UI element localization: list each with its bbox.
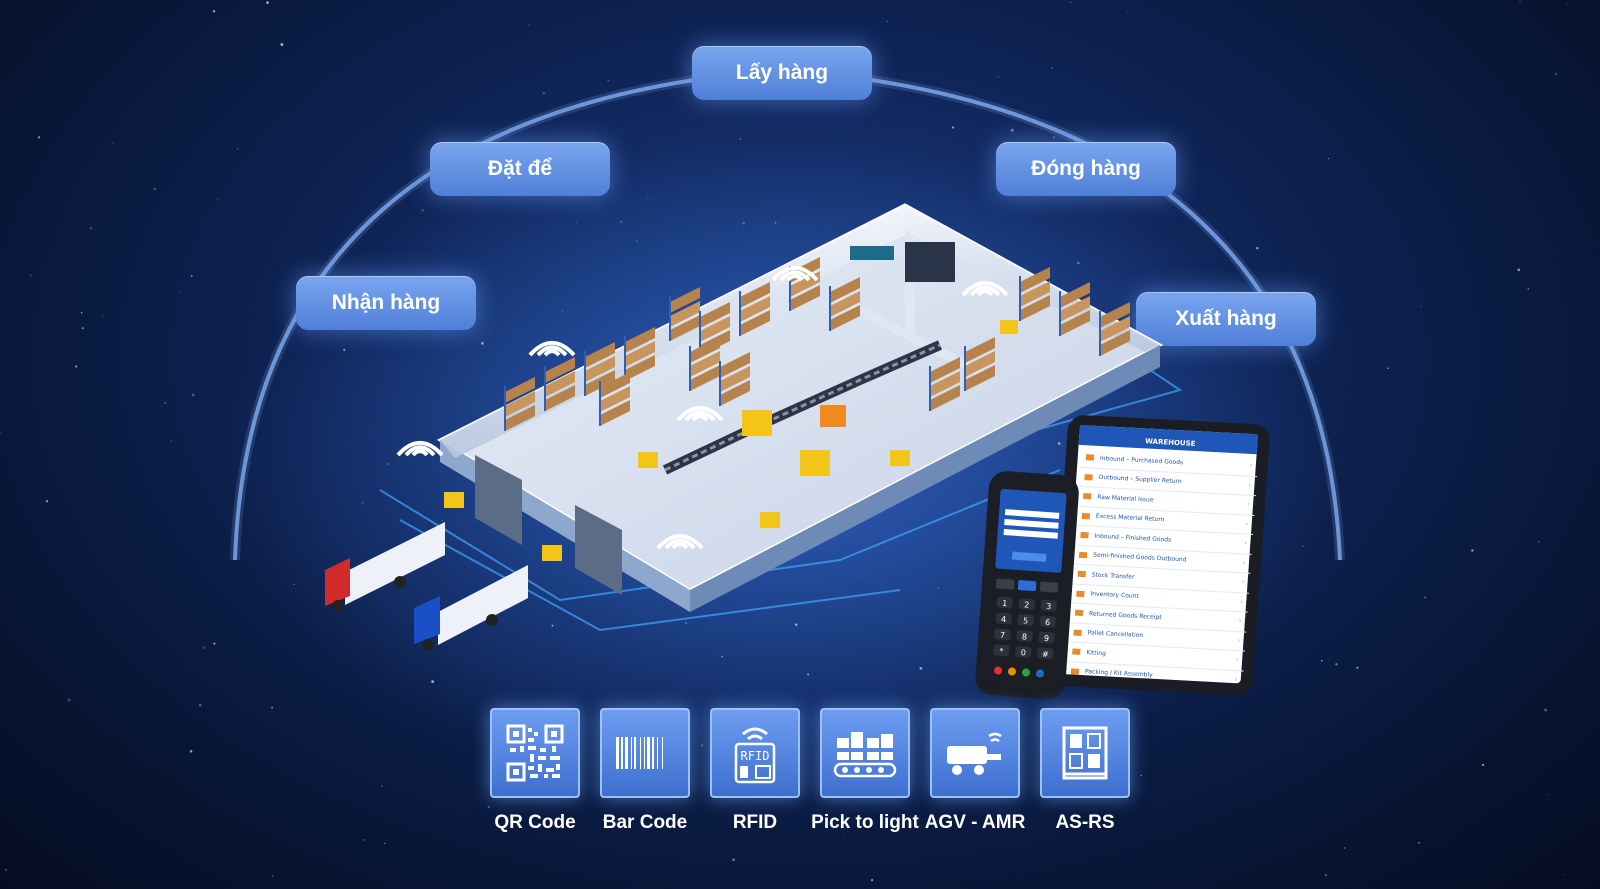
rfid-icon-text: RFID bbox=[741, 749, 770, 763]
tech-qr-code[interactable]: QR Code bbox=[475, 708, 595, 834]
tech-label: Pick to light bbox=[811, 812, 919, 833]
keypad-key-label: 4 bbox=[1001, 615, 1007, 624]
step-label: Xuất hàng bbox=[1175, 307, 1277, 330]
storage-racks bbox=[504, 257, 1130, 431]
wifi-icon bbox=[684, 410, 716, 422]
wifi-icon bbox=[676, 405, 724, 422]
wifi-icon bbox=[411, 449, 429, 457]
keypad-key-label: # bbox=[1042, 650, 1050, 659]
rack bbox=[719, 352, 750, 406]
tech-label: Bar Code bbox=[602, 812, 688, 833]
keypad-key bbox=[1017, 614, 1034, 626]
server-rack bbox=[905, 242, 955, 282]
forklifts bbox=[444, 320, 1018, 561]
keypad-key bbox=[1015, 646, 1032, 658]
keypad-key bbox=[1038, 631, 1055, 644]
packing-machine bbox=[820, 405, 846, 427]
keypad-key bbox=[1037, 647, 1054, 660]
wifi-icon bbox=[656, 533, 704, 550]
step-nhan-hang-button[interactable]: Nhận hàng bbox=[296, 276, 476, 330]
keypad-key bbox=[993, 644, 1010, 657]
keypad-key-label: 7 bbox=[1000, 631, 1006, 640]
step-dong-hang-button[interactable]: Đóng hàng bbox=[996, 142, 1176, 196]
keypad-key bbox=[995, 612, 1012, 625]
keypad-key bbox=[994, 628, 1011, 641]
keypad-key-label: * bbox=[999, 647, 1004, 656]
wifi-icons bbox=[396, 265, 1009, 550]
step-lay-hang-button[interactable]: Lấy hàng bbox=[692, 46, 872, 100]
step-dat-de-button[interactable]: Đặt để bbox=[430, 142, 610, 196]
wifi-icon bbox=[779, 270, 811, 282]
rfid-icon[interactable]: RFID bbox=[710, 708, 800, 798]
agv-amr-icon[interactable] bbox=[930, 708, 1020, 798]
tech-agv-amr[interactable]: AGV - AMR bbox=[915, 708, 1035, 834]
wifi-icon bbox=[396, 440, 444, 457]
tech-rfid[interactable]: RFID RFID bbox=[695, 708, 815, 834]
step-label: Nhận hàng bbox=[331, 291, 441, 314]
rack bbox=[929, 357, 960, 411]
rack bbox=[689, 337, 720, 391]
keypad-key-label: 5 bbox=[1023, 616, 1029, 625]
wifi-icon bbox=[671, 542, 689, 550]
tech-label: AGV - AMR bbox=[924, 812, 1026, 833]
keypad-key-label: 0 bbox=[1021, 648, 1027, 657]
tech-bar-code[interactable]: Bar Code bbox=[585, 708, 705, 834]
keypad-key bbox=[996, 596, 1013, 609]
loading-dock-door bbox=[575, 505, 622, 595]
keypad-key-label: 8 bbox=[1022, 632, 1028, 641]
wifi-icon bbox=[664, 538, 696, 550]
tech-label: QR Code bbox=[494, 812, 576, 833]
keypad-key-label: 1 bbox=[1002, 599, 1008, 608]
wifi-icon bbox=[543, 349, 561, 357]
wifi-icon bbox=[976, 289, 994, 297]
scanner-gate bbox=[742, 410, 772, 436]
rack bbox=[504, 377, 535, 431]
pick-to-light-icon[interactable] bbox=[820, 708, 910, 798]
keypad-key bbox=[1018, 598, 1035, 610]
step-label: Đóng hàng bbox=[1031, 157, 1141, 180]
keypad-key bbox=[1039, 615, 1056, 628]
truck-red bbox=[325, 522, 445, 612]
keypad-key bbox=[1040, 599, 1057, 612]
wifi-icon bbox=[961, 280, 1009, 297]
rack bbox=[1099, 302, 1130, 356]
technology-row: QR Code Bar Code RFID RFID Pick to bbox=[475, 708, 1135, 848]
rack bbox=[669, 287, 700, 341]
barcode-icon[interactable] bbox=[600, 708, 690, 798]
rack bbox=[1019, 267, 1050, 321]
keypad-key-label: 3 bbox=[1046, 602, 1052, 611]
keypad-key-label: 9 bbox=[1044, 634, 1050, 643]
rack bbox=[544, 357, 575, 411]
rack bbox=[829, 277, 860, 331]
rack bbox=[599, 372, 630, 426]
rack bbox=[1059, 282, 1090, 336]
tech-label: AS-RS bbox=[1055, 812, 1115, 833]
step-xuat-hang-button[interactable]: Xuất hàng bbox=[1136, 292, 1316, 346]
keypad-key-label: 2 bbox=[1024, 600, 1030, 609]
rack bbox=[624, 327, 655, 381]
step-label: Đặt để bbox=[487, 157, 553, 180]
wifi-icon bbox=[691, 414, 709, 422]
wifi-icon bbox=[528, 340, 576, 357]
loading-dock-door bbox=[475, 455, 522, 545]
tech-label: RFID bbox=[732, 812, 778, 833]
qr-code-icon[interactable] bbox=[490, 708, 580, 798]
wifi-icon bbox=[771, 265, 819, 282]
wifi-icon bbox=[786, 274, 804, 282]
tech-pick-to-light[interactable]: Pick to light bbox=[805, 708, 925, 834]
truck-blue bbox=[414, 565, 528, 651]
wifi-icon bbox=[536, 345, 568, 357]
rack bbox=[964, 337, 995, 391]
as-rs-icon[interactable] bbox=[1040, 708, 1130, 798]
wifi-icon bbox=[969, 285, 1001, 297]
step-label: Lấy hàng bbox=[735, 61, 829, 84]
rack bbox=[739, 282, 770, 336]
keypad-key-label: 6 bbox=[1045, 618, 1051, 627]
tech-as-rs[interactable]: AS-RS bbox=[1025, 708, 1145, 834]
keypad-key bbox=[1016, 630, 1033, 642]
wifi-icon bbox=[404, 445, 436, 457]
